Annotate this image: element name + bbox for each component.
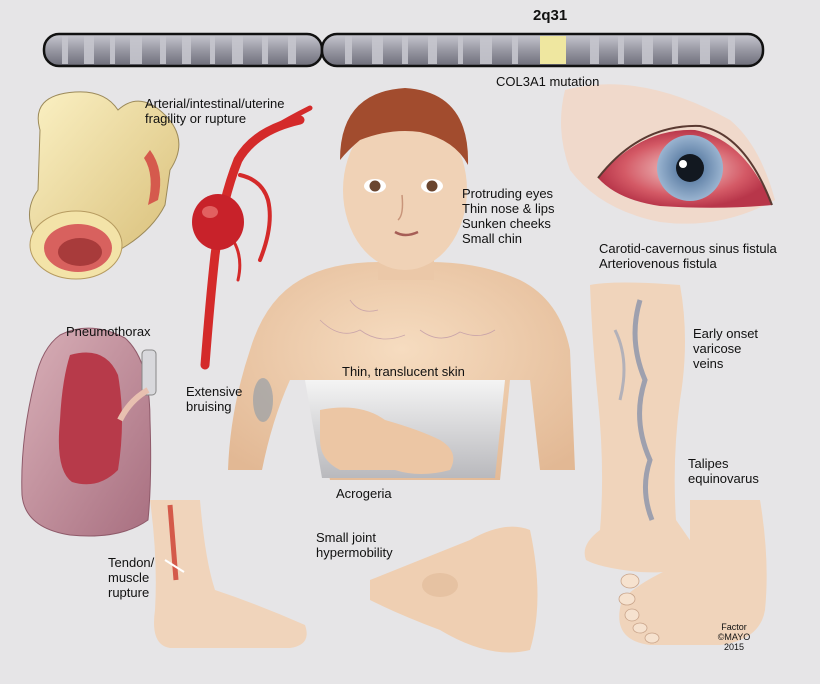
patient-torso: [228, 262, 575, 480]
eye-closeup-illustration: [561, 84, 775, 224]
aneurysm-bulge: [192, 194, 244, 250]
artery-tube-illustration: [29, 91, 180, 280]
chromosome-band-label: 2q31: [533, 7, 568, 24]
tendon-foot-illustration: [150, 500, 307, 648]
joint-hypermobility-label: Small joint hypermobility: [316, 530, 393, 560]
eye-fistula-label: Carotid-cavernous sinus fistula Arteriov…: [599, 241, 777, 271]
skin-label: Thin, translucent skin: [342, 364, 465, 379]
gene-mutation-label: COL3A1 mutation: [496, 74, 600, 89]
facial-features-label: Protruding eyes Thin nose & lips Sunken …: [462, 186, 555, 246]
credit-year: 2015: [723, 642, 745, 652]
varicose-label: Early onset varicose veins: [693, 326, 759, 371]
talipes-label: Talipes equinovarus: [688, 456, 759, 486]
acrogeria-label: Acrogeria: [336, 486, 392, 501]
tendon-rupture-label: Tendon/ muscle rupture: [108, 555, 155, 600]
talipes-foot-illustration: [618, 500, 767, 645]
vessel-fragility-label: Arterial/intestinal/uterine fragility or…: [145, 96, 285, 126]
hand-hypermobility-illustration: [370, 526, 538, 653]
chromosome-2: [42, 32, 765, 68]
varicose-leg-illustration: [584, 282, 700, 573]
credit-name: Factor: [721, 622, 747, 632]
band-2q31-highlight: [540, 36, 566, 64]
patient-head: [340, 88, 469, 280]
bruise-mark: [253, 378, 273, 422]
artist-credit: Factor ©MAYO 2015: [714, 622, 754, 652]
pneumothorax-label: Pneumothorax: [66, 324, 151, 339]
bruising-label: Extensive bruising: [186, 384, 243, 414]
credit-org: ©MAYO: [717, 632, 751, 642]
lung-illustration: [21, 327, 157, 537]
